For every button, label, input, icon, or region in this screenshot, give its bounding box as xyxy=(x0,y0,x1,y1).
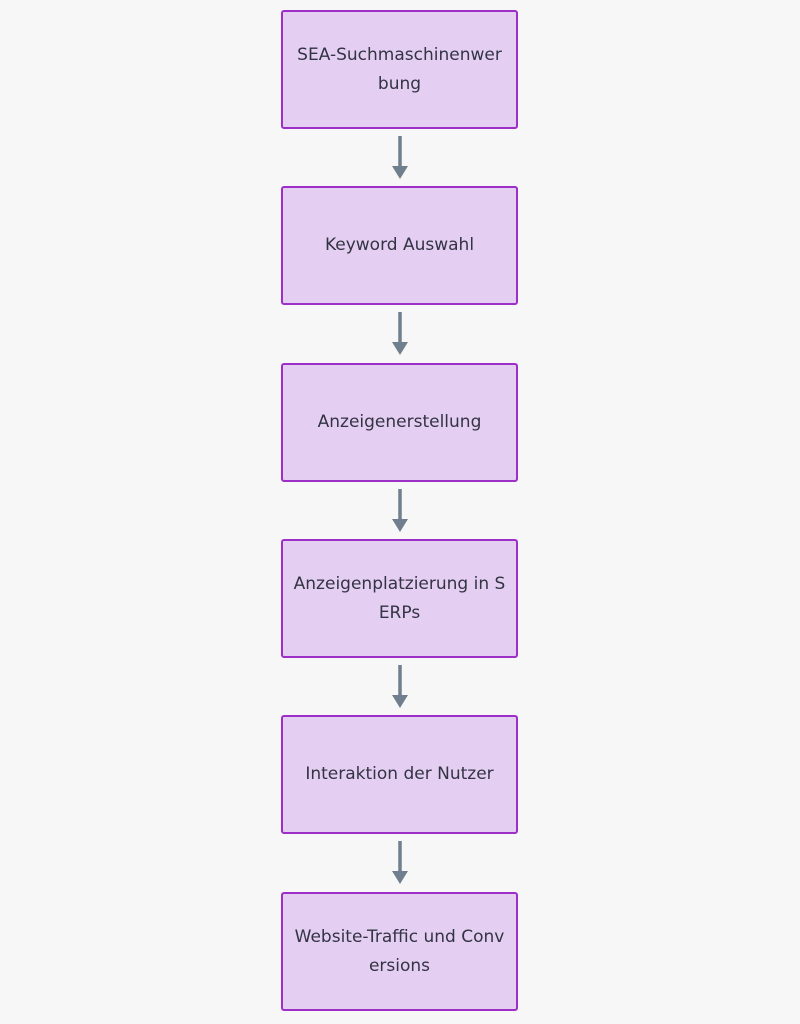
node-sea-suchmaschinenwerbung[interactable]: SEA-Suchmaschinenwerbung xyxy=(281,10,518,129)
arrow-keyword-to-anzeigenerstellung xyxy=(392,312,408,355)
node-label: Interaktion der Nutzer xyxy=(305,764,494,784)
arrow-sea-to-keyword xyxy=(392,136,408,179)
node-keyword-auswahl[interactable]: Keyword Auswahl xyxy=(281,186,518,305)
arrow-platzierung-to-interaktion xyxy=(392,665,408,708)
node-interaktion-der-nutzer[interactable]: Interaktion der Nutzer xyxy=(281,715,518,834)
node-label: SEA-Suchmaschinenwerbung xyxy=(297,44,502,94)
node-label: Anzeigenplatzierung in SERPs xyxy=(293,573,506,623)
node-label: Anzeigenerstellung xyxy=(317,412,482,432)
arrow-anzeigenerstellung-to-platzierung xyxy=(392,489,408,532)
arrow-interaktion-to-traffic xyxy=(392,841,408,884)
node-website-traffic-und-conversions[interactable]: Website-Traffic und Conversions xyxy=(281,892,518,1011)
node-label: Keyword Auswahl xyxy=(324,235,475,255)
node-anzeigenerstellung[interactable]: Anzeigenerstellung xyxy=(281,363,518,482)
node-anzeigenplatzierung[interactable]: Anzeigenplatzierung in SERPs xyxy=(281,539,518,658)
node-label: Website-Traffic und Conversions xyxy=(294,926,505,976)
